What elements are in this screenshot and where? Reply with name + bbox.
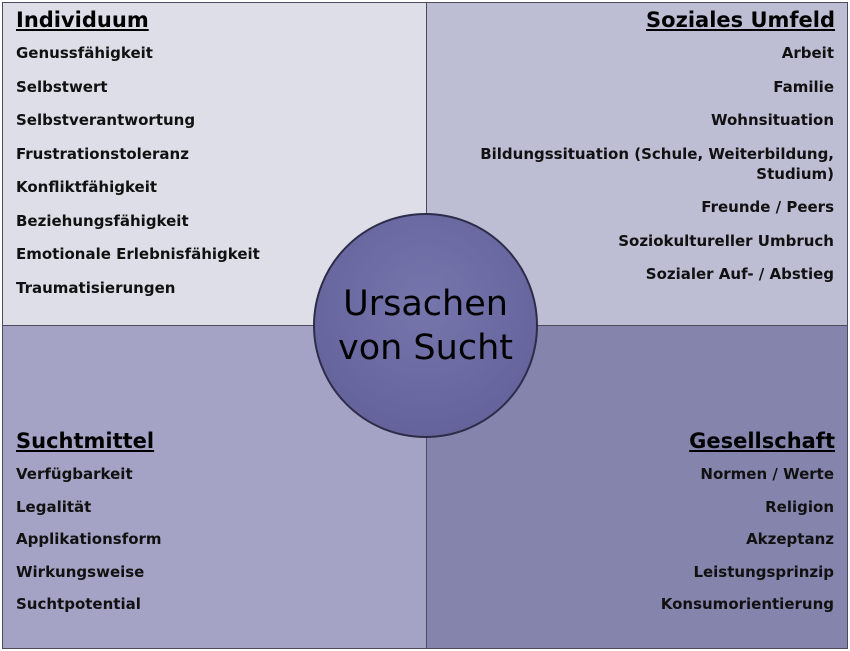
item-list: Verfügbarkeit Legalität Applikationsform… (16, 464, 162, 627)
list-item: Arbeit (781, 44, 834, 62)
center-circle: Ursachen von Sucht (313, 213, 538, 438)
item-list: Genussfähigkeit Selbstwert Selbstverantw… (16, 43, 260, 311)
list-item: Leistungsprinzip (693, 562, 834, 581)
list-item: Wohnsituation (710, 111, 834, 129)
list-item: Religion (765, 497, 834, 516)
item-list: Normen / Werte Religion Akzeptanz Leistu… (661, 464, 834, 627)
list-item: Verfügbarkeit (16, 465, 133, 483)
quadrant-title: Suchtmittel (16, 429, 155, 453)
quadrant-title: Gesellschaft (689, 429, 835, 453)
list-item: Wirkungsweise (16, 562, 145, 581)
list-item: Normen / Werte (700, 465, 834, 483)
list-item: Frustrationstoleranz (16, 144, 189, 163)
list-item: Konfliktfähigkeit (16, 178, 158, 196)
list-item: Konsumorientierung (660, 595, 834, 613)
list-item: Genussfähigkeit (16, 44, 153, 62)
list-item: Traumatisierungen (16, 278, 176, 297)
center-label-line1: Ursachen (343, 283, 508, 324)
list-item: Beziehungsfähigkeit (16, 211, 189, 230)
list-item: Familie (773, 77, 834, 96)
list-item: Bildungssituation (Schule, Weiterbildung… (480, 144, 834, 183)
list-item: Soziokultureller Umbruch (618, 231, 834, 250)
list-item: Akzeptanz (746, 530, 834, 548)
list-item: Legalität (16, 497, 92, 516)
list-item: Selbstwert (16, 77, 108, 96)
list-item: Sozialer Auf- / Abstieg (645, 265, 834, 283)
list-item: Freunde / Peers (701, 198, 834, 216)
item-list: Arbeit Familie Wohnsituation Bildungssit… (454, 43, 834, 298)
quadrant-individuum: Individuum Genussfähigkeit Selbstwert Se… (2, 2, 427, 326)
quadrant-title: Soziales Umfeld (646, 8, 835, 32)
center-label-line2: von Sucht (338, 327, 513, 368)
list-item: Suchtpotential (16, 595, 141, 613)
list-item: Applikationsform (16, 530, 162, 548)
list-item: Selbstverantwortung (16, 111, 196, 129)
quadrant-title: Individuum (16, 8, 149, 32)
list-item: Emotionale Erlebnisfähigkeit (16, 245, 260, 263)
